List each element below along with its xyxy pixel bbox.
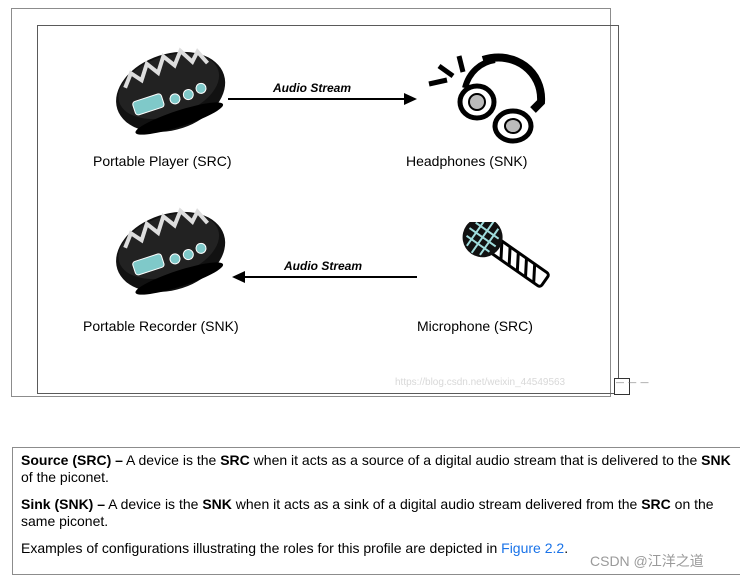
blog-url-watermark: https://blog.csdn.net/weixin_44549563 — [395, 377, 566, 388]
portable-recorder-icon — [116, 207, 226, 295]
small-box-mark — [614, 378, 630, 395]
audio-stream-arrow-left — [232, 271, 417, 283]
headphones-icon — [428, 53, 546, 144]
portable-player-icon — [116, 47, 226, 135]
microphone-label: Microphone (SRC) — [417, 318, 533, 334]
portable-player-label: Portable Player (SRC) — [93, 153, 232, 169]
sink-term: Sink (SNK) – — [21, 496, 106, 512]
figure-2-2-link[interactable]: Figure 2.2 — [501, 540, 565, 556]
sink-definition: Sink (SNK) – A device is the SNK when it… — [21, 496, 714, 529]
examples-sentence: Examples of configurations illustrating … — [21, 540, 569, 556]
audio-stream-label-top: Audio Stream — [273, 81, 352, 95]
figure-frame — [11, 8, 619, 397]
dash-mark: — — — — [616, 378, 650, 387]
definitions-box: Source (SRC) – A device is the SRC when … — [12, 447, 740, 575]
source-term: Source (SRC) – — [21, 452, 123, 468]
microphone-icon — [462, 222, 550, 288]
csdn-watermark: CSDN @江洋之道 — [590, 553, 704, 569]
audio-stream-arrow-right — [228, 93, 417, 105]
headphones-label: Headphones (SNK) — [406, 153, 528, 169]
figure-inner-border — [37, 25, 619, 394]
source-definition: Source (SRC) – A device is the SRC when … — [21, 452, 731, 485]
portable-recorder-label: Portable Recorder (SNK) — [83, 318, 239, 334]
audio-stream-label-bottom: Audio Stream — [284, 259, 363, 273]
